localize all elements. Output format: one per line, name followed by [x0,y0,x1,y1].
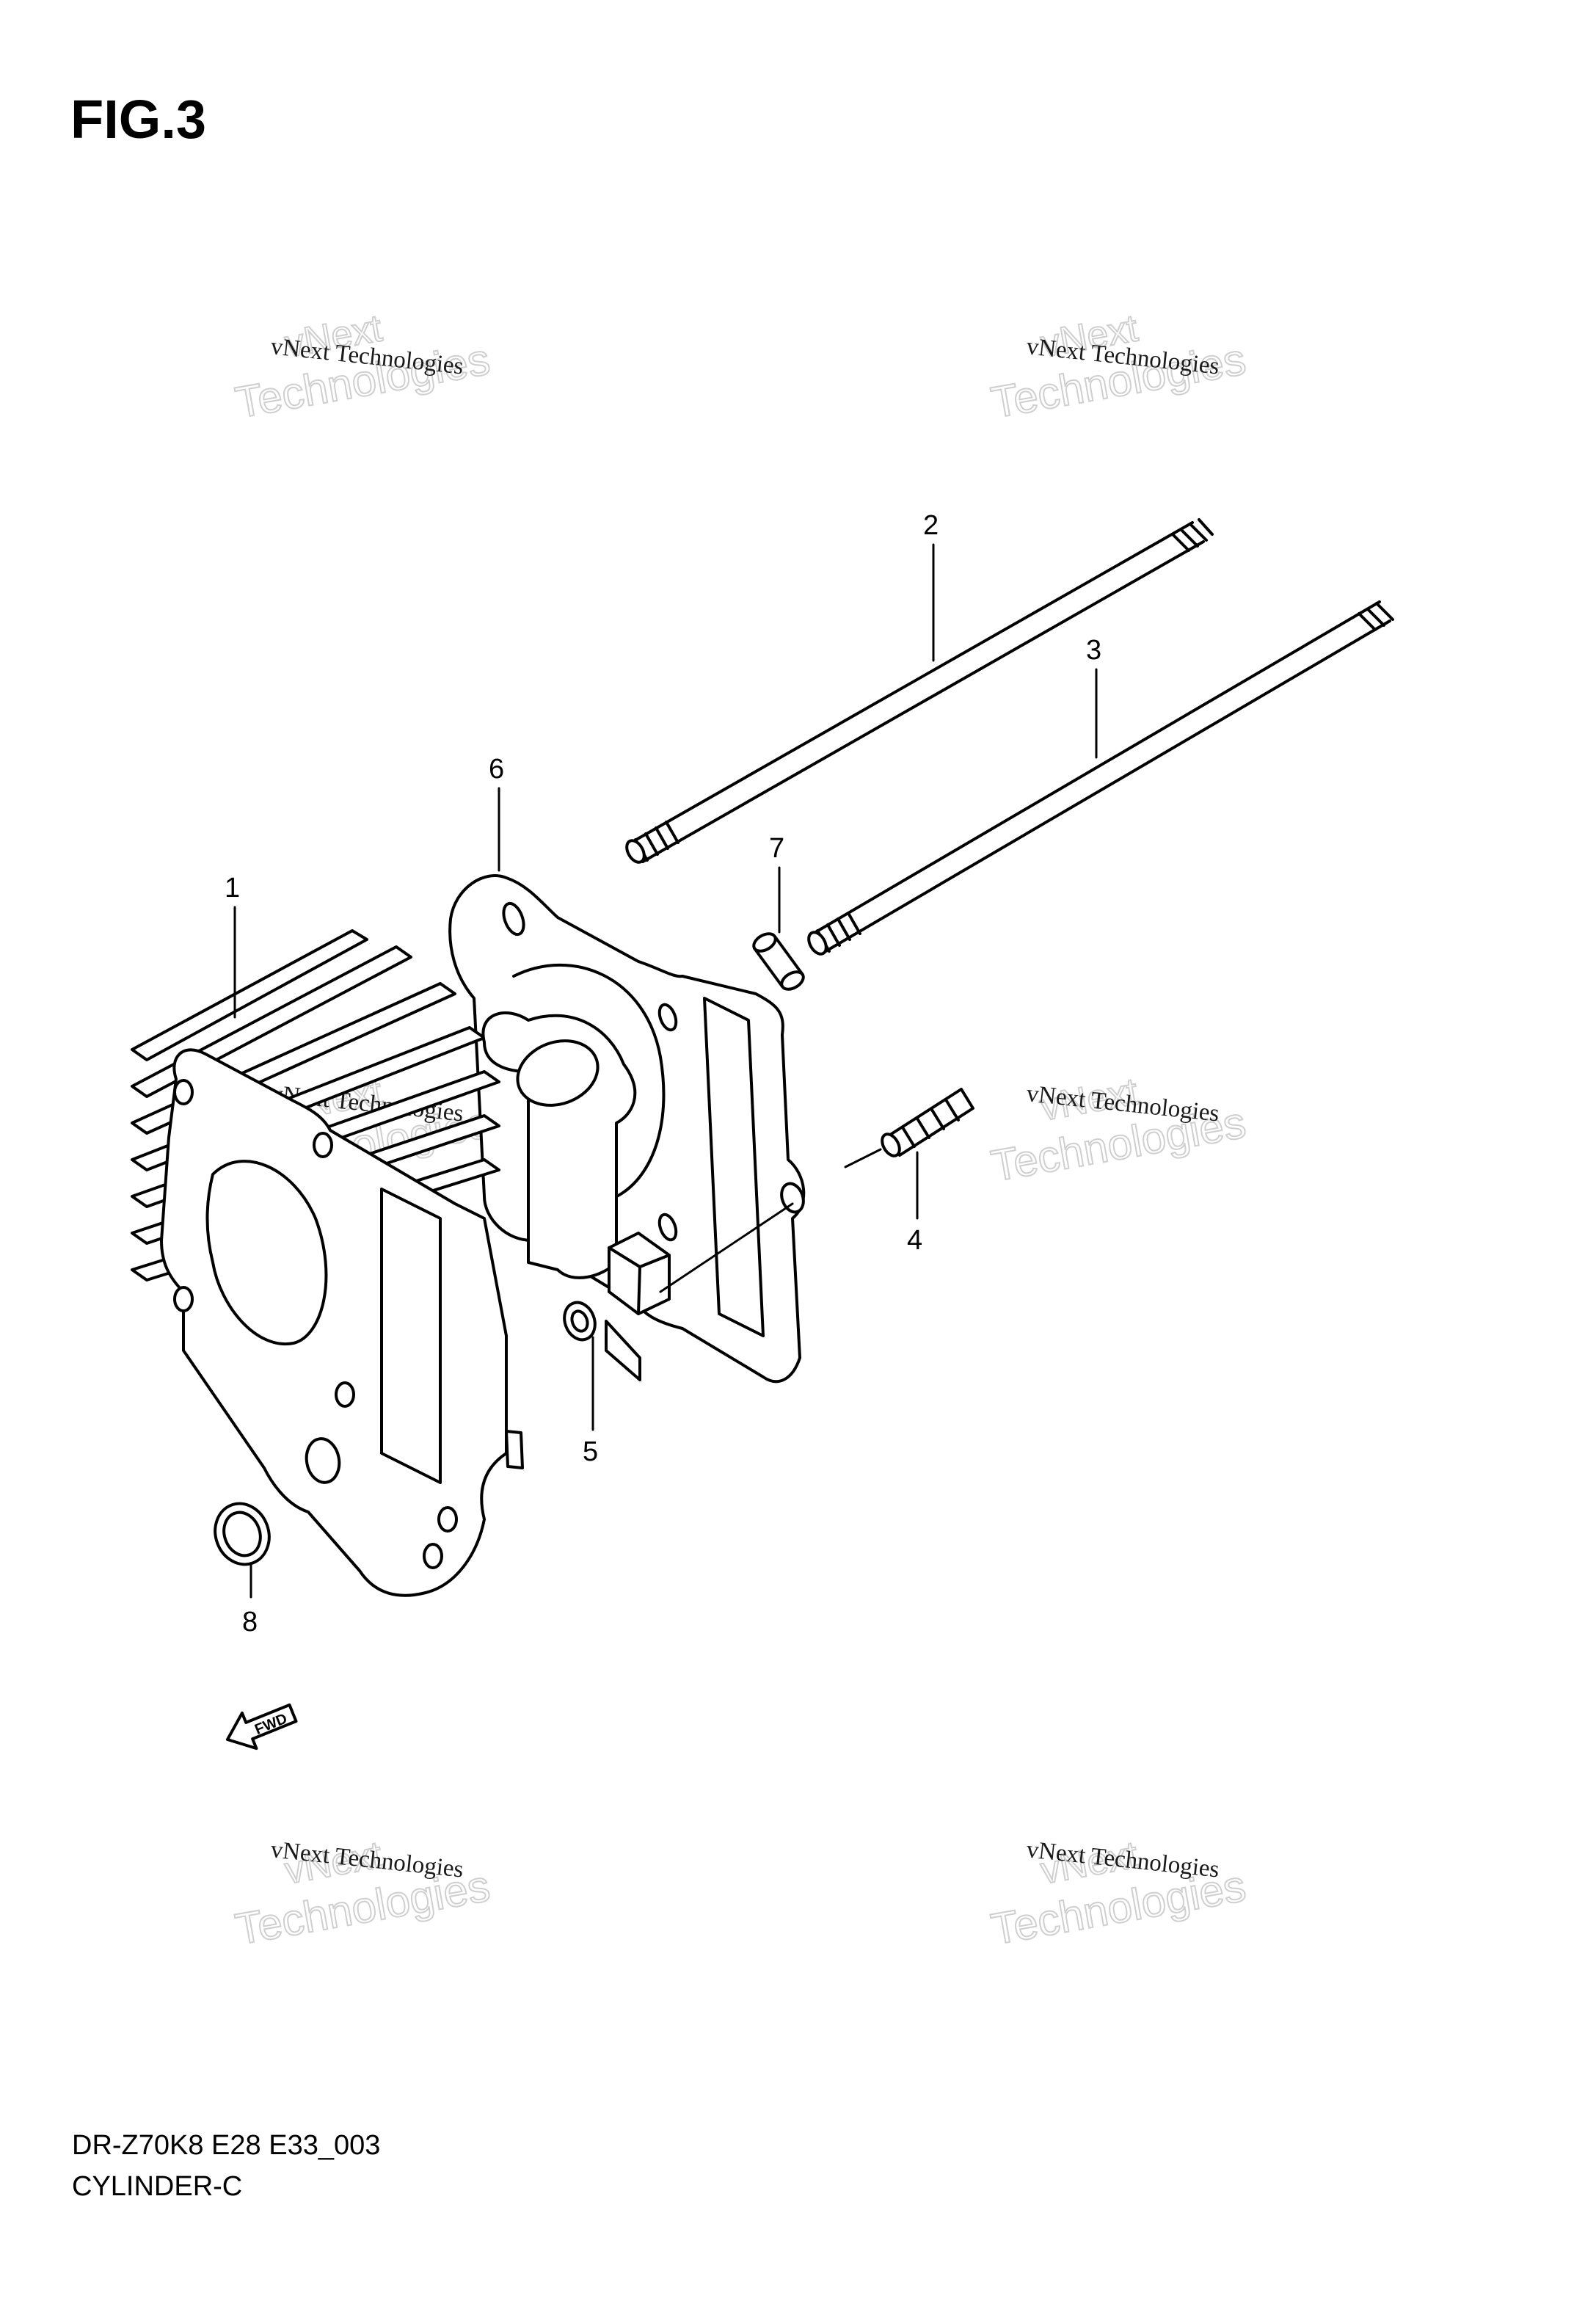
part-8-o-ring [214,1502,271,1566]
callout-7: 7 [769,833,784,934]
callout-label-6: 6 [489,754,504,785]
callout-label-5: 5 [583,1436,598,1467]
callout-6: 6 [489,754,504,872]
part-7-dowel-pin [752,932,805,991]
part-1-cylinder [131,929,637,1597]
model-code: DR-Z70K8 E28 E33_003 [72,2130,381,2161]
part-3-stud-bolt [807,600,1394,956]
section-name: CYLINDER-C [72,2171,243,2202]
callout-label-2: 2 [923,510,939,541]
callout-label-8: 8 [242,1607,258,1637]
callout-label-7: 7 [769,833,784,864]
part-3-thread-end-upper [1358,602,1394,631]
watermark-bottom-right: vNext Technologies [987,1833,1250,1955]
callout-4: 4 [907,1151,922,1256]
watermark-bottom-left: vNext Technologies [231,1833,495,1955]
fwd-arrow-icon: FWD [226,1703,298,1751]
callout-label-4: 4 [907,1225,922,1256]
figure-title: FIG.3 [70,89,207,150]
callout-8: 8 [242,1563,258,1637]
callout-5: 5 [583,1336,598,1467]
part-5-nut [563,1202,794,1381]
callout-2: 2 [923,510,939,662]
callout-label-3: 3 [1086,635,1101,666]
callout-3: 3 [1086,635,1101,759]
part-2-stud-bolt [625,518,1214,864]
callout-1: 1 [225,873,240,1019]
part-2-thread-end-upper [1171,518,1214,552]
callout-label-1: 1 [225,873,240,904]
part-4-short-stud [844,1088,974,1168]
